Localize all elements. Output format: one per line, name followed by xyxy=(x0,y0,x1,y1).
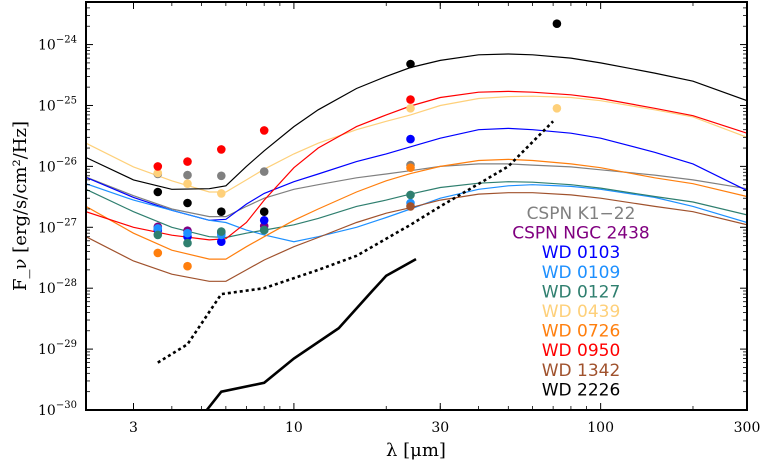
legend-entry-1: CSPN NGC 2438 xyxy=(512,224,649,244)
sensitivity-dotted-line xyxy=(157,120,555,364)
data-point-9-0 xyxy=(153,187,163,197)
data-point-9-5 xyxy=(552,19,562,29)
y-tick-label-6: 10−24 xyxy=(38,35,77,54)
legend-entry-3: WD 0109 xyxy=(542,263,621,283)
y-axis-ticks: 10−30 10−29 10−28 10−27 10−26 10−25 10−24 xyxy=(38,7,747,419)
legend-entry-0: CSPN K1−22 xyxy=(527,204,636,224)
y-tick-label-4: 10−26 xyxy=(38,156,77,175)
sensitivity-curves xyxy=(157,120,555,410)
legend-entry-5: WD 0439 xyxy=(542,302,621,322)
x-tick-label-2: 30 xyxy=(431,420,449,436)
model-line-4 xyxy=(86,181,747,239)
y-tick-label-1: 10−29 xyxy=(38,339,77,358)
sensitivity-solid-line xyxy=(205,257,417,410)
data-point-7-1 xyxy=(183,157,192,166)
y-tick-label-0: 10−30 xyxy=(38,400,77,419)
legend-entry-9: WD 2226 xyxy=(542,380,621,400)
model-line-3 xyxy=(86,183,747,243)
y-tick-label-5: 10−25 xyxy=(38,95,77,114)
model-line-2 xyxy=(86,127,747,221)
x-tick-label-3: 100 xyxy=(587,420,614,436)
y-axis-title: F_ν [erg/s/cm²/Hz] xyxy=(10,121,31,291)
data-point-7-4 xyxy=(406,95,415,104)
x-tick-label-1: 10 xyxy=(285,420,303,436)
data-point-3-1 xyxy=(183,228,192,238)
y-tick-label-2: 10−28 xyxy=(38,278,77,297)
data-point-8-0 xyxy=(406,202,415,211)
data-point-7-0 xyxy=(153,162,163,171)
data-point-2-2 xyxy=(217,237,226,246)
model-line-6 xyxy=(86,158,747,260)
data-point-9-3 xyxy=(259,207,269,216)
model-line-9 xyxy=(86,53,747,190)
model-line-5 xyxy=(86,95,747,193)
legend-entry-4: WD 0127 xyxy=(542,282,621,302)
axes-frame xyxy=(85,1,748,411)
model-line-8 xyxy=(86,192,747,282)
data-point-5-3 xyxy=(406,104,415,113)
legend-entry-8: WD 1342 xyxy=(542,361,621,381)
data-point-9-1 xyxy=(183,198,192,208)
data-point-7-3 xyxy=(259,126,269,135)
data-point-4-1 xyxy=(183,238,192,248)
data-point-5-0 xyxy=(153,168,163,178)
data-point-4-2 xyxy=(217,227,226,236)
x-tick-label-0: 3 xyxy=(129,420,138,436)
data-point-4-3 xyxy=(259,225,269,235)
data-point-0-3 xyxy=(259,167,269,176)
x-axis-title: λ [μm] xyxy=(386,440,446,461)
data-point-5-4 xyxy=(552,104,562,113)
data-point-0-1 xyxy=(183,170,192,180)
data-point-6-1 xyxy=(183,261,192,271)
data-point-3-0 xyxy=(153,224,163,233)
model-curves xyxy=(86,53,747,282)
model-line-7 xyxy=(86,90,747,241)
data-point-4-0 xyxy=(153,230,163,240)
data-point-2-3 xyxy=(259,216,269,225)
data-point-7-2 xyxy=(217,145,226,154)
legend-entry-6: WD 0726 xyxy=(542,322,621,342)
x-axis-ticks: 3 10 30 100 300 xyxy=(129,2,760,436)
legend-entry-2: WD 0103 xyxy=(542,243,621,263)
data-point-9-4 xyxy=(406,59,415,69)
data-point-0-2 xyxy=(217,171,226,181)
legend-entry-7: WD 0950 xyxy=(542,341,621,361)
y-tick-label-3: 10−27 xyxy=(38,217,77,236)
data-point-4-4 xyxy=(406,190,415,200)
data-point-5-1 xyxy=(183,179,192,188)
model-line-0 xyxy=(86,163,747,218)
data-point-5-2 xyxy=(217,189,226,198)
x-tick-label-4: 300 xyxy=(734,420,761,436)
data-point-6-2 xyxy=(406,163,415,172)
data-point-9-2 xyxy=(217,207,226,216)
data-point-6-0 xyxy=(153,248,163,258)
data-point-2-4 xyxy=(406,134,415,144)
data-points xyxy=(153,19,562,271)
